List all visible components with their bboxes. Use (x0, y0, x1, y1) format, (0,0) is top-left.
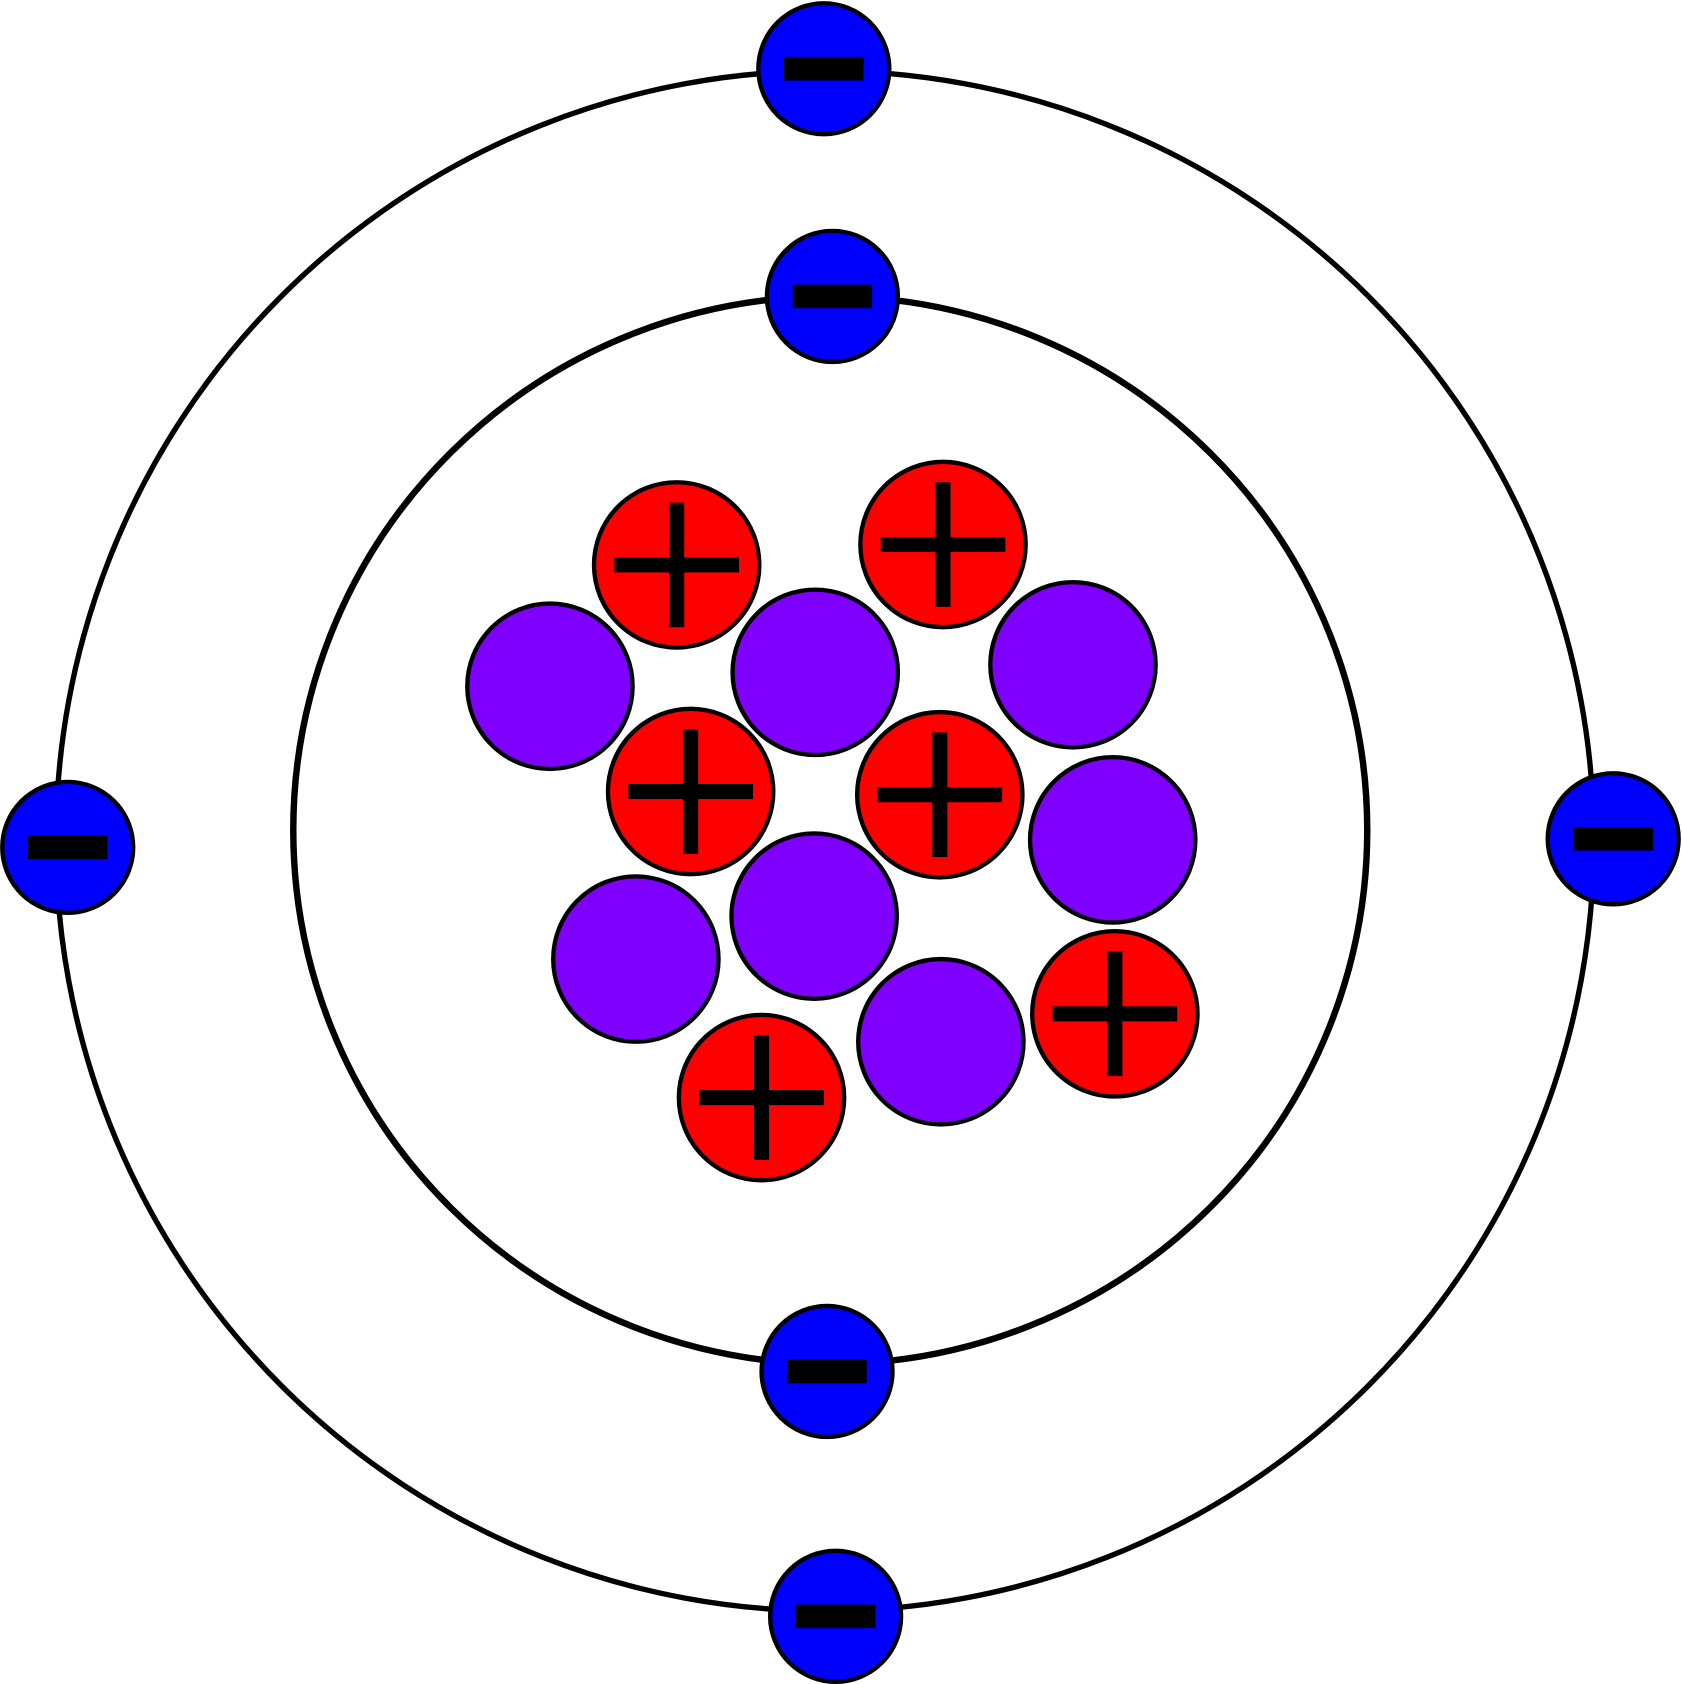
plus-icon (877, 732, 1003, 858)
electron (0, 779, 136, 916)
minus-icon (784, 56, 864, 81)
neutron (730, 587, 901, 758)
proton (605, 706, 776, 877)
minus-icon (1573, 826, 1653, 851)
neutron (988, 579, 1158, 750)
proton (1030, 928, 1200, 1099)
neutron (551, 874, 721, 1044)
plus-icon (880, 482, 1006, 607)
neutron (465, 601, 635, 772)
plus-icon (1052, 951, 1178, 1077)
nucleus (465, 459, 1200, 1183)
plus-icon (699, 1035, 824, 1160)
electron (759, 1303, 895, 1440)
neutron (856, 956, 1026, 1127)
electron (756, 1, 892, 137)
minus-icon (787, 1359, 867, 1384)
minus-icon (792, 284, 873, 309)
minus-icon (27, 835, 108, 860)
electron (767, 1548, 904, 1684)
minus-icon (795, 1604, 876, 1629)
proton (591, 480, 762, 650)
neutron (1027, 755, 1198, 925)
plus-icon (614, 502, 739, 628)
electron (764, 228, 901, 365)
electron (1545, 771, 1681, 907)
proton (676, 1012, 847, 1183)
neutron (729, 831, 899, 1001)
proton (854, 709, 1025, 880)
inner-orbit (290, 293, 1371, 1368)
plus-icon (628, 729, 753, 854)
proton (858, 459, 1028, 630)
